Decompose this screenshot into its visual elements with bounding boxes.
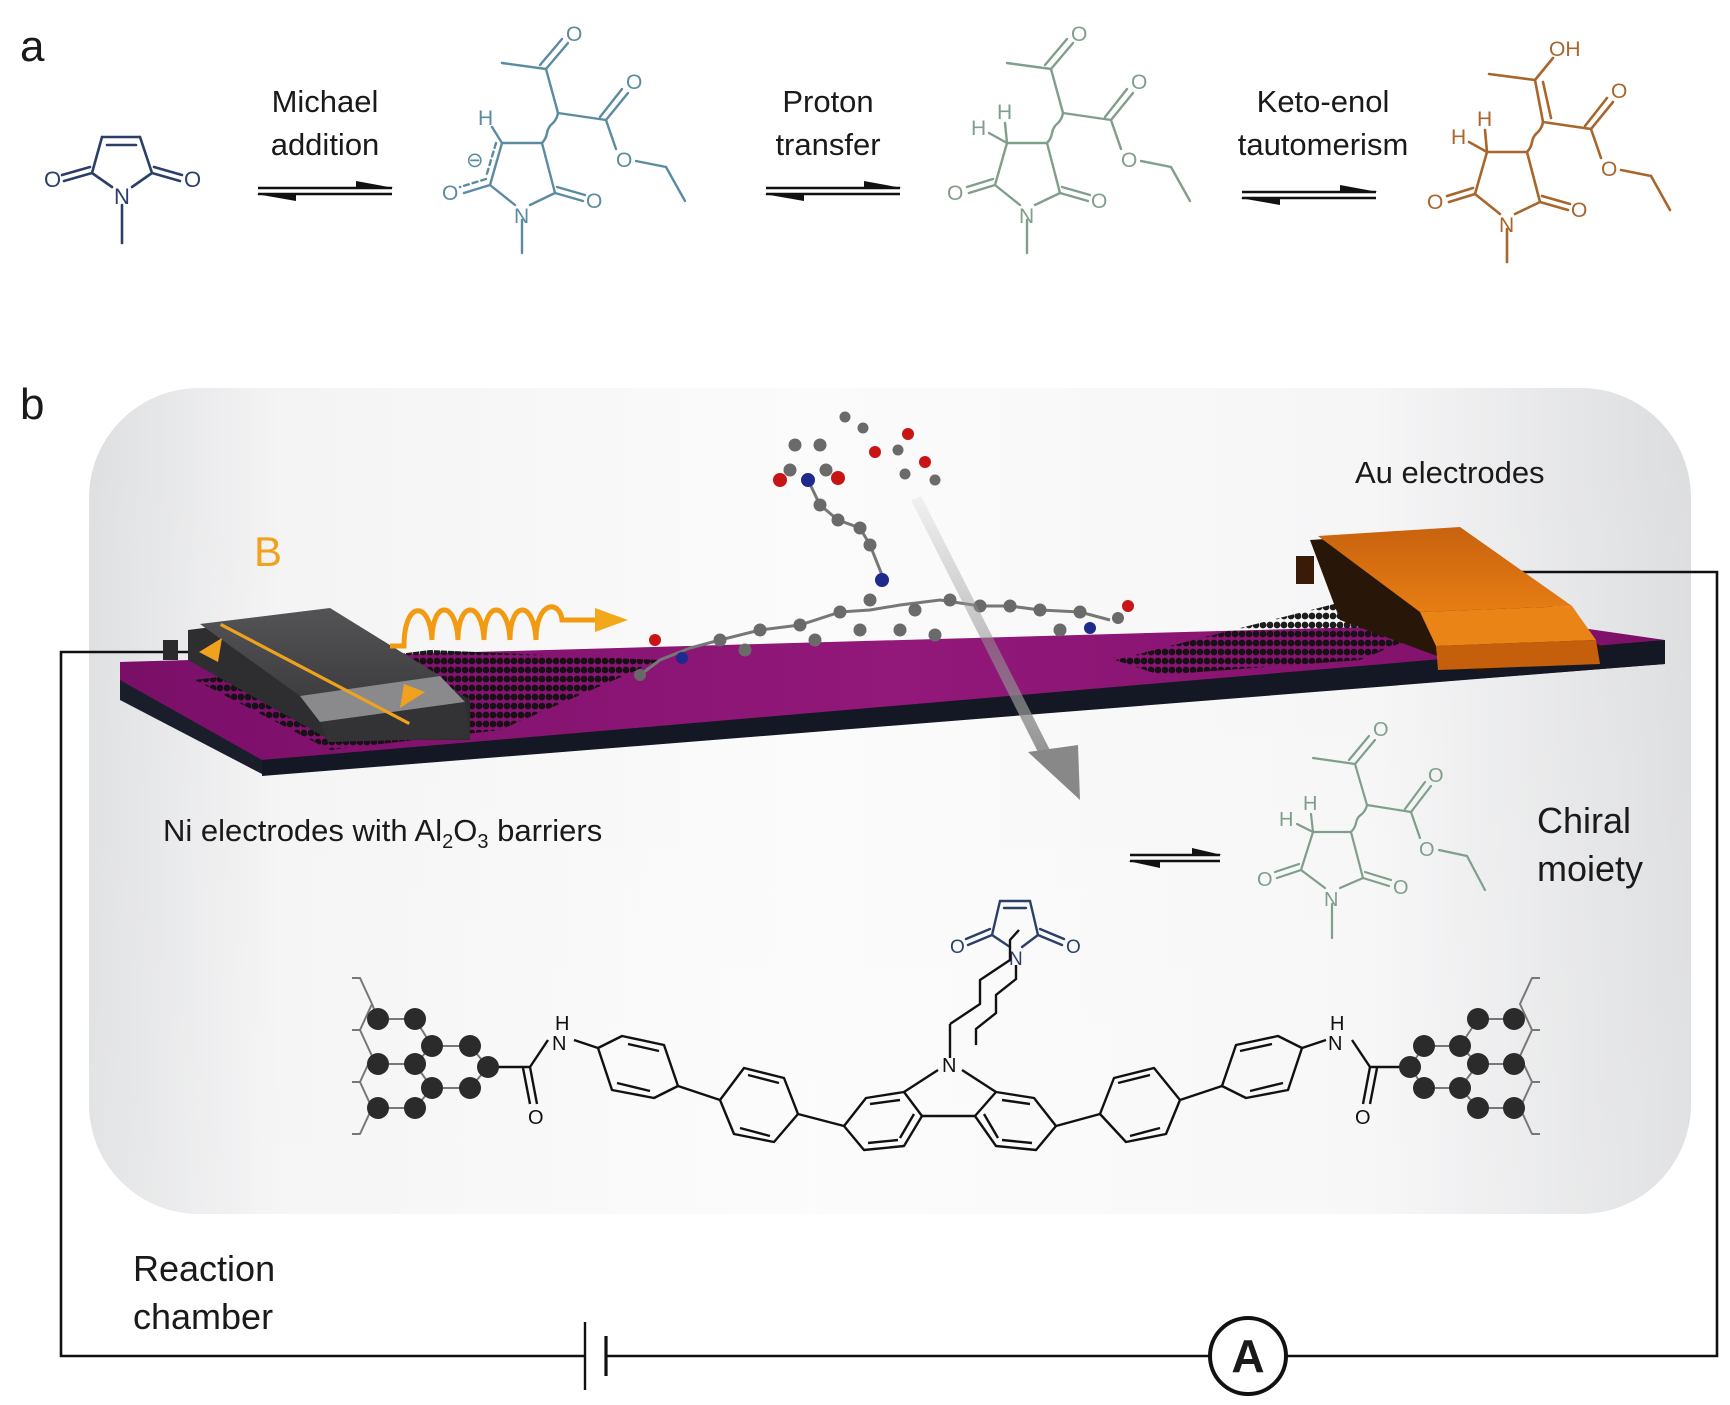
step-label-line1: Keto-enol (1256, 84, 1390, 119)
atom-o: O (950, 937, 965, 958)
atom-h: H (555, 1013, 569, 1035)
atom-o: O (1428, 765, 1444, 787)
spin-helix-icon (390, 604, 600, 649)
subscript: 2 (442, 831, 454, 854)
au-electrode (1296, 527, 1605, 672)
chiral-moiety-label: Chiral moiety (1537, 797, 1643, 893)
atom-o: O (1257, 869, 1273, 891)
step-label-proton-transfer: Proton transfer (758, 80, 898, 166)
atom-o: O (44, 167, 61, 192)
atom-n: N (514, 205, 529, 228)
ni-electrodes-label: Ni electrodes with Al2O3 barriers (163, 813, 602, 854)
atom-o: O (566, 23, 582, 46)
atom-o: O (1601, 158, 1617, 181)
spin-arrowhead (595, 608, 628, 632)
tethered-maleimide-structure: O N O (950, 899, 1081, 1045)
chiral-label-line2: moiety (1537, 848, 1644, 889)
atom-n: N (1009, 949, 1023, 970)
atom-o: O (616, 149, 632, 172)
atom-h: H (971, 117, 986, 140)
enolate-structure: H ⊖ O N O O O O (442, 23, 687, 255)
atom-n: N (1499, 214, 1514, 237)
atom-oh: OH (1549, 38, 1581, 61)
ni-label-text: Ni electrodes with Al (163, 813, 443, 848)
atom-o: O (1071, 23, 1087, 46)
negative-charge-icon: ⊖ (466, 149, 484, 172)
ni-label-suffix: barriers (488, 813, 603, 848)
step-label-line1: Proton (782, 84, 874, 119)
enol-adduct-structure: OH H H O N O O O (1427, 38, 1672, 264)
circuit-wire-right (1287, 570, 1719, 1358)
atom-o: O (1571, 199, 1587, 222)
field-arrowheads (199, 638, 425, 708)
atom-o: O (1121, 149, 1137, 172)
chiral-label-line1: Chiral (1537, 800, 1632, 841)
step-label-line2: tautomerism (1237, 127, 1409, 162)
atom-o: O (1393, 877, 1409, 899)
equilibrium-arrow-icon (256, 181, 394, 201)
step-label-line2: transfer (775, 127, 881, 162)
atom-o: O (626, 71, 642, 94)
atom-n: N (942, 1055, 956, 1077)
atom-o: O (1131, 71, 1147, 94)
magnetic-field-arrow-icon (219, 623, 411, 725)
atom-n: N (1328, 1033, 1342, 1055)
bridge-atoms (634, 411, 1134, 681)
step-label-line1: Michael (271, 84, 379, 119)
ammeter-icon (1208, 1316, 1288, 1396)
atom-h: H (478, 107, 493, 130)
step-label-line2: addition (270, 127, 380, 162)
atom-n: N (114, 184, 130, 209)
atom-o: O (1066, 937, 1081, 958)
atom-n: N (1019, 205, 1034, 228)
chamber-label-line2: chamber (133, 1296, 274, 1337)
subscript: 3 (477, 831, 489, 854)
reaction-arrow-icon (911, 496, 1080, 800)
atom-h: H (1330, 1013, 1344, 1035)
reaction-chamber-label: Reaction chamber (133, 1245, 275, 1341)
atom-o: O (1355, 1107, 1371, 1129)
ammeter-label: A (1231, 1330, 1265, 1382)
panel-b-label: b (20, 380, 45, 429)
field-label-b: B (254, 528, 283, 575)
step-label-michael-addition: Michael addition (255, 80, 395, 166)
chamber-label-line1: Reaction (133, 1248, 276, 1289)
atom-o: O (1611, 80, 1627, 103)
atom-o: O (1419, 839, 1435, 861)
reaction-chamber (89, 388, 1691, 1214)
atom-o: O (442, 182, 458, 205)
atom-o: O (586, 190, 602, 213)
atom-o: O (1091, 190, 1107, 213)
atom-h: H (997, 101, 1012, 124)
circuit-wire-left (59, 650, 584, 1358)
graphene-atoms-right (1399, 1008, 1525, 1119)
maleimide-structure: O N O (44, 135, 201, 245)
atom-h: H (1477, 108, 1492, 131)
atom-o: O (184, 167, 201, 192)
equilibrium-arrow-icon (1240, 185, 1378, 205)
atom-o: O (528, 1107, 544, 1129)
keto-adduct-structure: H H O N O O O O (947, 23, 1192, 255)
atom-h: H (1451, 126, 1466, 149)
battery-icon (583, 1322, 608, 1390)
atom-h: H (1279, 809, 1293, 831)
atom-h: H (1303, 793, 1317, 815)
au-electrodes-label: Au electrodes (1355, 455, 1545, 490)
equilibrium-arrow-icon (1128, 848, 1222, 868)
panel-a-label: a (20, 22, 45, 71)
equilibrium-arrow-icon (764, 181, 902, 201)
atom-o: O (1427, 191, 1443, 214)
atom-o: O (1373, 719, 1389, 741)
ni-label-o: O (453, 813, 478, 848)
graphene-atoms-left (367, 1008, 499, 1119)
atom-n: N (552, 1033, 566, 1055)
chiral-moiety-structure: H H O O O O N O (1257, 719, 1487, 940)
atom-o: O (947, 182, 963, 205)
step-label-keto-enol: Keto-enol tautomerism (1218, 80, 1428, 166)
atom-n: N (1324, 889, 1338, 911)
